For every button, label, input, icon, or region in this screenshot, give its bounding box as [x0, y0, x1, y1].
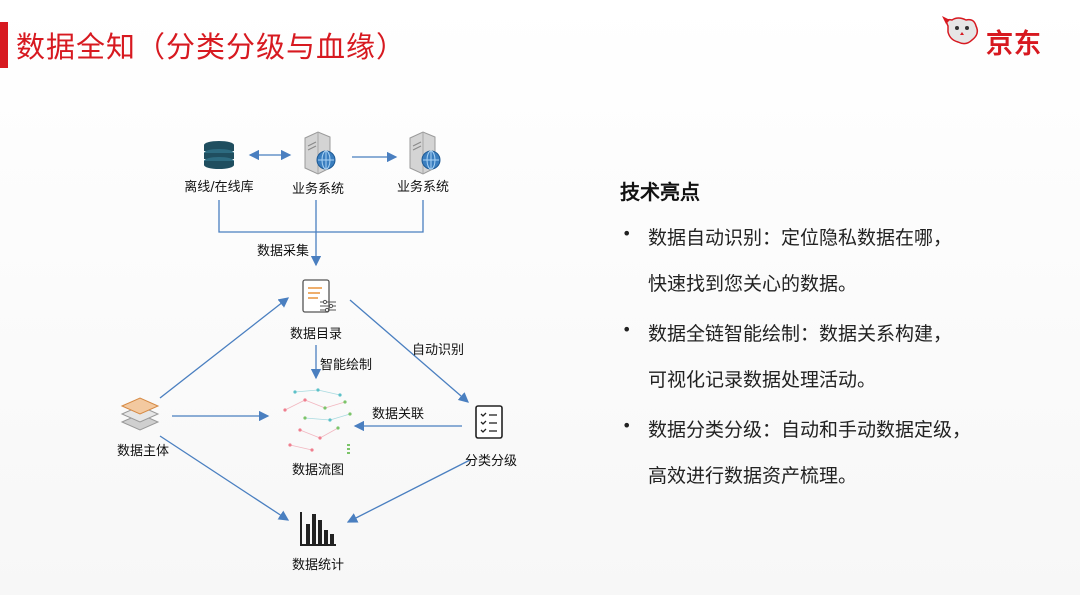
- highlight-line: 数据全链智能绘制：数据关系构建，: [648, 323, 953, 345]
- catalog-document-icon: [302, 279, 336, 313]
- highlights-title: 技术亮点: [620, 180, 700, 204]
- bar-chart-icon: [300, 512, 336, 546]
- highlight-line: 数据自动识别：定位隐私数据在哪，: [648, 227, 953, 249]
- highlight-item: • 数据自动识别：定位隐私数据在哪， 快速找到您关心的数据。: [620, 215, 1060, 307]
- layers-stack-icon: [120, 397, 160, 431]
- bullet-icon: •: [622, 224, 632, 243]
- edge-collection-bracket: [218, 200, 424, 233]
- edge-label-collection: 数据采集: [256, 244, 310, 259]
- node-label-classification: 分类分级: [464, 454, 518, 469]
- node-label-data-subject: 数据主体: [116, 444, 170, 459]
- edge-label-auto-identify: 自动识别: [412, 343, 465, 358]
- node-label-business-system-1: 业务系统: [291, 182, 345, 197]
- bullet-icon: •: [622, 416, 632, 435]
- node-label-offline-online-db: 离线/在线库: [184, 180, 254, 195]
- page-title: 数据全知（分类分级与血缘）: [16, 30, 407, 64]
- edge-label-smart-drawing: 智能绘制: [320, 358, 373, 373]
- checklist-icon: [475, 405, 503, 439]
- highlight-line: 快速找到您关心的数据。: [648, 273, 858, 295]
- flow-graph-icon: [283, 388, 352, 454]
- node-label-data-statistics: 数据统计: [291, 558, 345, 573]
- highlight-item: • 数据全链智能绘制：数据关系构建， 可视化记录数据处理活动。: [620, 311, 1060, 403]
- node-label-data-flow-chart: 数据流图: [291, 463, 345, 478]
- server-globe-icon: [409, 131, 441, 175]
- node-label-business-system-2: 业务系统: [396, 180, 450, 195]
- jd-logo-text: 京东: [986, 29, 1042, 60]
- highlight-item: • 数据分类分级：自动和手动数据定级， 高效进行数据资产梳理。: [620, 407, 1060, 499]
- edge-subject-statistics: [159, 435, 290, 521]
- edge-classification-statistics: [346, 459, 471, 523]
- edge-subject-catalog: [159, 297, 290, 399]
- tech-highlights-panel: 技术亮点 • 数据自动识别：定位隐私数据在哪， 快速找到您关心的数据。 • 数据…: [620, 176, 1060, 503]
- server-globe-icon: [304, 131, 336, 175]
- bullet-icon: •: [622, 320, 632, 339]
- highlight-line: 可视化记录数据处理活动。: [648, 369, 877, 391]
- highlight-line: 数据分类分级：自动和手动数据定级，: [648, 419, 972, 441]
- title-accent-bar: [0, 22, 8, 68]
- database-icon: [204, 141, 234, 169]
- edge-label-data-association: 数据关联: [372, 407, 425, 422]
- edge-catalog-classification: [349, 299, 469, 403]
- highlight-line: 高效进行数据资产梳理。: [648, 465, 858, 487]
- node-label-data-catalog: 数据目录: [289, 327, 343, 342]
- jd-dog-logo-icon: [942, 16, 979, 45]
